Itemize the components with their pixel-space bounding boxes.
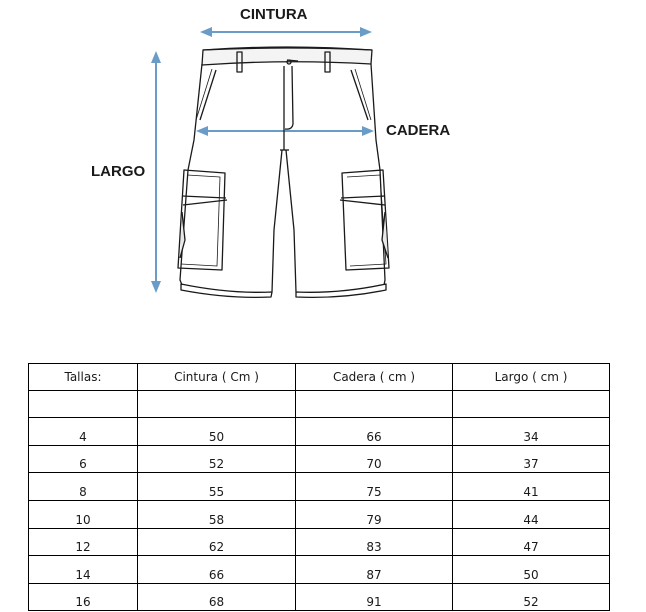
cell-cintura: 58	[137, 499, 296, 529]
header-cadera: Cadera ( cm )	[295, 363, 453, 391]
cell-largo: 47	[452, 527, 610, 557]
cell-largo: 41	[452, 472, 610, 501]
cadera-label: CADERA	[386, 122, 451, 139]
cell-talla: 8	[28, 472, 138, 501]
cintura-label: CINTURA	[240, 6, 308, 23]
cell-largo: 50	[452, 555, 610, 584]
cell-cadera: 75	[295, 472, 453, 501]
table-row: 12 62 83 47	[28, 527, 610, 557]
cell-cintura: 66	[137, 555, 296, 584]
cell-talla: 10	[28, 499, 138, 529]
cell-largo: 44	[452, 499, 610, 529]
cell-talla: 14	[28, 555, 138, 584]
cell-cadera: 83	[295, 527, 453, 557]
cell-largo: 52	[452, 582, 610, 612]
cell-cintura: 68	[137, 582, 296, 612]
cell-largo: 37	[452, 444, 610, 474]
shorts-measurement-diagram: CINTURA CADERA LARGO	[91, 6, 451, 299]
cell-largo: 34	[452, 417, 610, 446]
cell-cadera: 79	[295, 499, 453, 529]
table-row: 8 55 75 41	[28, 472, 610, 501]
cell-cintura: 62	[137, 527, 296, 557]
cell-talla: 6	[28, 444, 138, 474]
cell-cadera: 87	[295, 555, 453, 584]
largo-arrow	[151, 51, 161, 293]
cargo-shorts-illustration	[151, 27, 390, 299]
cell-talla: 12	[28, 527, 138, 557]
table-row: 10 58 79 44	[28, 499, 610, 529]
header-cintura: Cintura ( Cm )	[137, 363, 296, 391]
cell-cintura: 52	[137, 444, 296, 474]
table-row: 6 52 70 37	[28, 444, 610, 474]
table-row: 14 66 87 50	[28, 555, 610, 584]
cell-cintura: 50	[137, 417, 296, 446]
table-row: 16 68 91 52	[28, 582, 610, 612]
table-header-row: Tallas: Cintura ( Cm ) Cadera ( cm ) Lar…	[28, 363, 610, 391]
table-row	[28, 389, 610, 419]
table-row: 4 50 66 34	[28, 417, 610, 446]
cell-cadera: 70	[295, 444, 453, 474]
cell-talla	[28, 389, 138, 419]
cadera-arrow	[196, 126, 374, 136]
cell-largo	[452, 389, 610, 419]
size-chart-table: Tallas: Cintura ( Cm ) Cadera ( cm ) Lar…	[28, 363, 610, 612]
cell-talla: 16	[28, 582, 138, 612]
largo-label: LARGO	[91, 163, 146, 180]
cell-cintura: 55	[137, 472, 296, 501]
cintura-arrow	[200, 27, 372, 37]
header-tallas: Tallas:	[28, 363, 138, 391]
cell-cadera	[295, 389, 453, 419]
cell-talla: 4	[28, 417, 138, 446]
cell-cadera: 66	[295, 417, 453, 446]
cell-cintura	[137, 389, 296, 419]
cell-cadera: 91	[295, 582, 453, 612]
header-largo: Largo ( cm )	[452, 363, 610, 391]
